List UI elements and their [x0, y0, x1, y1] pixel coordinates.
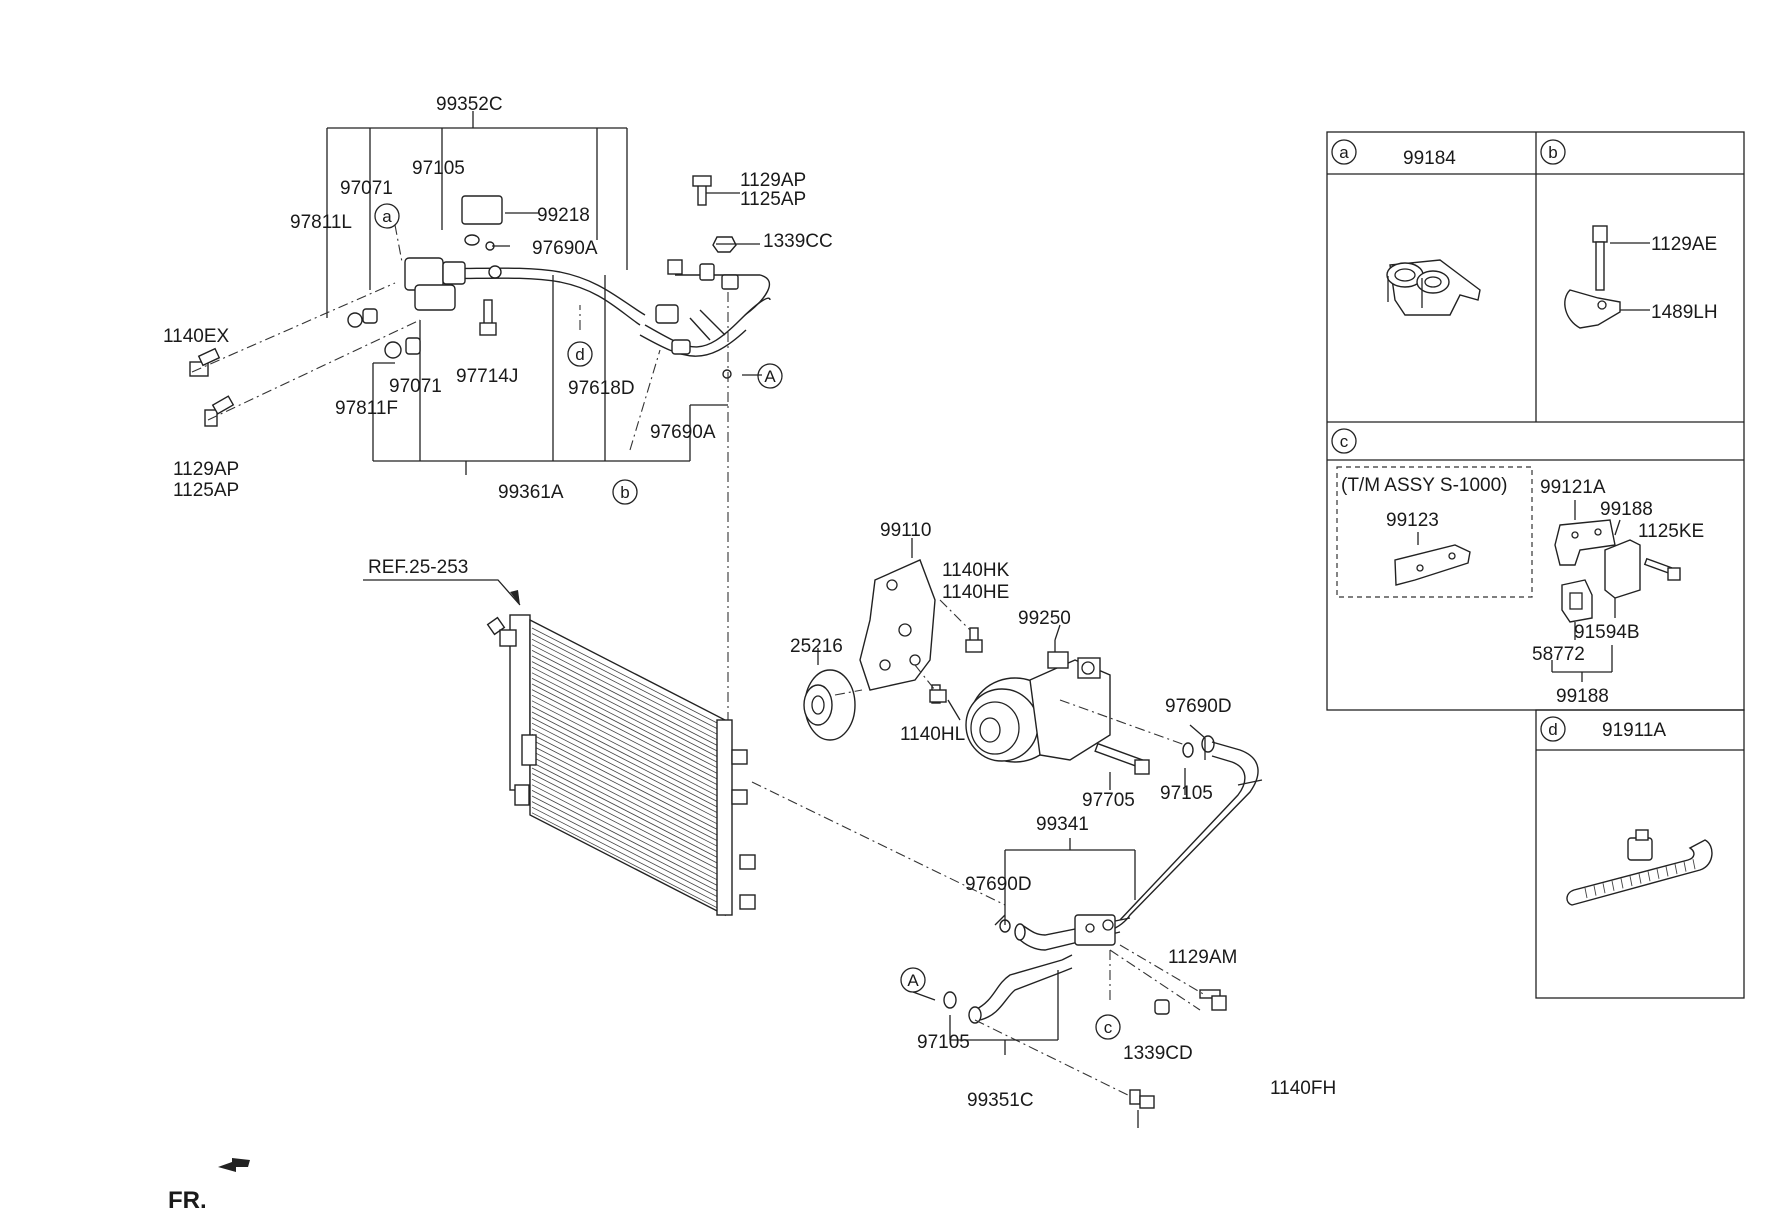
panel-b-part-1129AE: 1129AE	[1651, 234, 1717, 255]
label-REF-25-253: REF.25-253	[368, 557, 468, 578]
label-1339CC: 1339CC	[763, 231, 833, 252]
panel-b-part-1489LH: 1489LH	[1651, 302, 1718, 323]
panel-c-91594B: 91594B	[1574, 622, 1640, 643]
svg-text:d: d	[575, 345, 584, 364]
label-97071-b: 97071	[389, 376, 442, 397]
svg-text:b: b	[620, 483, 629, 502]
compressor-assembly	[803, 538, 1186, 790]
panel-b: b 1129AE 1489LH	[1540, 139, 1718, 329]
panel-d-part: 91911A	[1602, 720, 1666, 741]
label-97071-a: 97071	[340, 178, 393, 199]
panel-c-99121A: 99121A	[1540, 477, 1606, 498]
label-97690A-a: 97690A	[532, 238, 598, 259]
label-FR: FR.	[168, 1187, 207, 1211]
svg-text:A: A	[907, 971, 919, 990]
callout-A-upper: A	[757, 363, 783, 389]
label-25216: 25216	[790, 636, 843, 657]
label-1140HK: 1140HK	[942, 560, 1010, 581]
label-1125AP-b: 1125AP	[173, 480, 239, 501]
clip-99184-drawing	[1386, 259, 1481, 316]
label-1125AP-a: 1125AP	[740, 189, 806, 210]
svg-text:a: a	[382, 207, 392, 226]
label-97105-a: 97105	[412, 158, 465, 179]
label-97714J: 97714J	[456, 366, 518, 387]
label-97705: 97705	[1082, 790, 1135, 811]
lower-hose-assembly	[943, 724, 1263, 1128]
panel-c-note: (T/M ASSY S-1000)	[1341, 475, 1508, 496]
label-99341: 99341	[1036, 814, 1089, 835]
label-1129AP-b: 1129AP	[173, 459, 239, 480]
panel-c-letter: c	[1340, 432, 1349, 451]
svg-text:c: c	[1104, 1018, 1113, 1037]
condenser	[363, 579, 1006, 917]
front-direction-arrow: FR.	[168, 1158, 250, 1211]
label-1140HL: 1140HL	[900, 724, 965, 745]
panel-d: d 91911A	[1540, 716, 1713, 906]
panel-c-99188-bottom: 99188	[1556, 686, 1609, 707]
label-97105-c: 97105	[917, 1032, 970, 1053]
label-1129AP-a: 1129AP	[740, 170, 806, 191]
cable-tie-91911A-drawing	[1566, 829, 1713, 906]
panel-c: c (T/M ASSY S-1000) 99123 99121A 99188 1…	[1331, 428, 1704, 707]
label-97811L: 97811L	[290, 212, 352, 233]
panel-d-letter: d	[1548, 720, 1557, 739]
label-99250: 99250	[1018, 608, 1071, 629]
label-99352C: 99352C	[436, 94, 503, 115]
label-99361A: 99361A	[498, 482, 564, 503]
label-97690A-b: 97690A	[650, 422, 716, 443]
panel-a-part: 99184	[1403, 148, 1456, 169]
detail-panels	[1326, 131, 1745, 999]
svg-text:A: A	[764, 367, 776, 386]
label-1140FH: 1140FH	[1270, 1078, 1336, 1099]
panel-c-58772: 58772	[1532, 644, 1585, 665]
label-97690D-upper: 97690D	[1165, 696, 1232, 717]
callout-c: c	[1095, 1014, 1121, 1040]
panel-c-1125KE: 1125KE	[1638, 521, 1704, 542]
panel-c-inner-part: 99123	[1386, 510, 1439, 531]
label-97690D-lower: 97690D	[965, 874, 1032, 895]
panel-b-letter: b	[1548, 143, 1557, 162]
label-97618D: 97618D	[568, 378, 635, 399]
panel-c-99188-top: 99188	[1600, 499, 1653, 520]
bolt-1129AE-drawing	[1592, 225, 1650, 291]
callout-d: d	[567, 341, 593, 367]
label-99218: 99218	[537, 205, 590, 226]
label-1140HE: 1140HE	[942, 582, 1009, 603]
label-99110: 99110	[880, 520, 931, 541]
label-1140EX: 1140EX	[163, 326, 230, 347]
label-97811F: 97811F	[335, 398, 398, 419]
clamp-1489LH-drawing	[1564, 289, 1650, 329]
label-99351C: 99351C	[967, 1090, 1034, 1111]
label-97105-b: 97105	[1160, 783, 1213, 804]
callout-b: b	[612, 479, 638, 505]
label-1129AM: 1129AM	[1168, 947, 1237, 968]
callout-A-lower: A	[900, 967, 926, 993]
upper-hose-assembly	[189, 111, 771, 730]
panel-a: a 99184	[1331, 139, 1481, 316]
callout-a: a	[374, 203, 400, 229]
panel-a-letter: a	[1339, 143, 1349, 162]
label-1339CD: 1339CD	[1123, 1043, 1193, 1064]
